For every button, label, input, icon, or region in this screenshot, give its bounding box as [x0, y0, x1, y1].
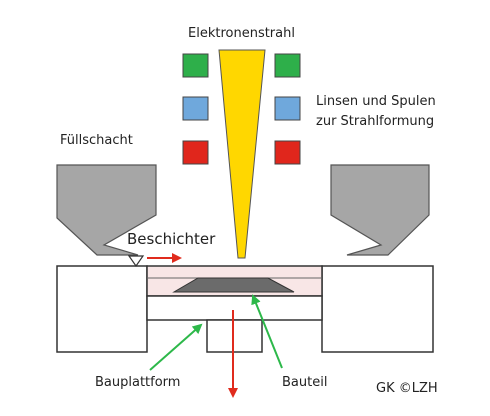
- coil-right-bottom: [274, 140, 301, 165]
- right-block: [321, 265, 434, 353]
- electron-beam: [218, 49, 266, 259]
- build-platform-pointer: [149, 323, 203, 371]
- coil-right-middle: [274, 96, 301, 121]
- coil-right-top: [274, 53, 301, 78]
- left-block: [56, 265, 148, 353]
- lenses-label: Linsen und Spulen zur Strahlformung: [316, 92, 436, 132]
- coil-left-bottom: [182, 140, 209, 165]
- recoater-label: Beschichter: [127, 230, 216, 248]
- part-pointer: [251, 294, 283, 369]
- credit-label: GK ©LZH: [376, 381, 438, 396]
- hopper-left: [56, 164, 157, 256]
- hopper-label: Füllschacht: [60, 133, 133, 148]
- hopper-right: [330, 164, 430, 256]
- coil-left-middle: [182, 96, 209, 121]
- recoater-blade: [127, 255, 145, 268]
- platform-piston: [206, 319, 263, 353]
- part: [172, 277, 295, 293]
- coil-left-top: [182, 53, 209, 78]
- lenses-label-line2: zur Strahlformung: [316, 114, 435, 129]
- build-platform-label: Bauplattform: [95, 375, 181, 390]
- lenses-label-line1: Linsen und Spulen: [316, 94, 436, 109]
- part-label: Bauteil: [282, 375, 328, 390]
- build-platform: [146, 295, 323, 321]
- beam-label: Elektronenstrahl: [188, 26, 295, 41]
